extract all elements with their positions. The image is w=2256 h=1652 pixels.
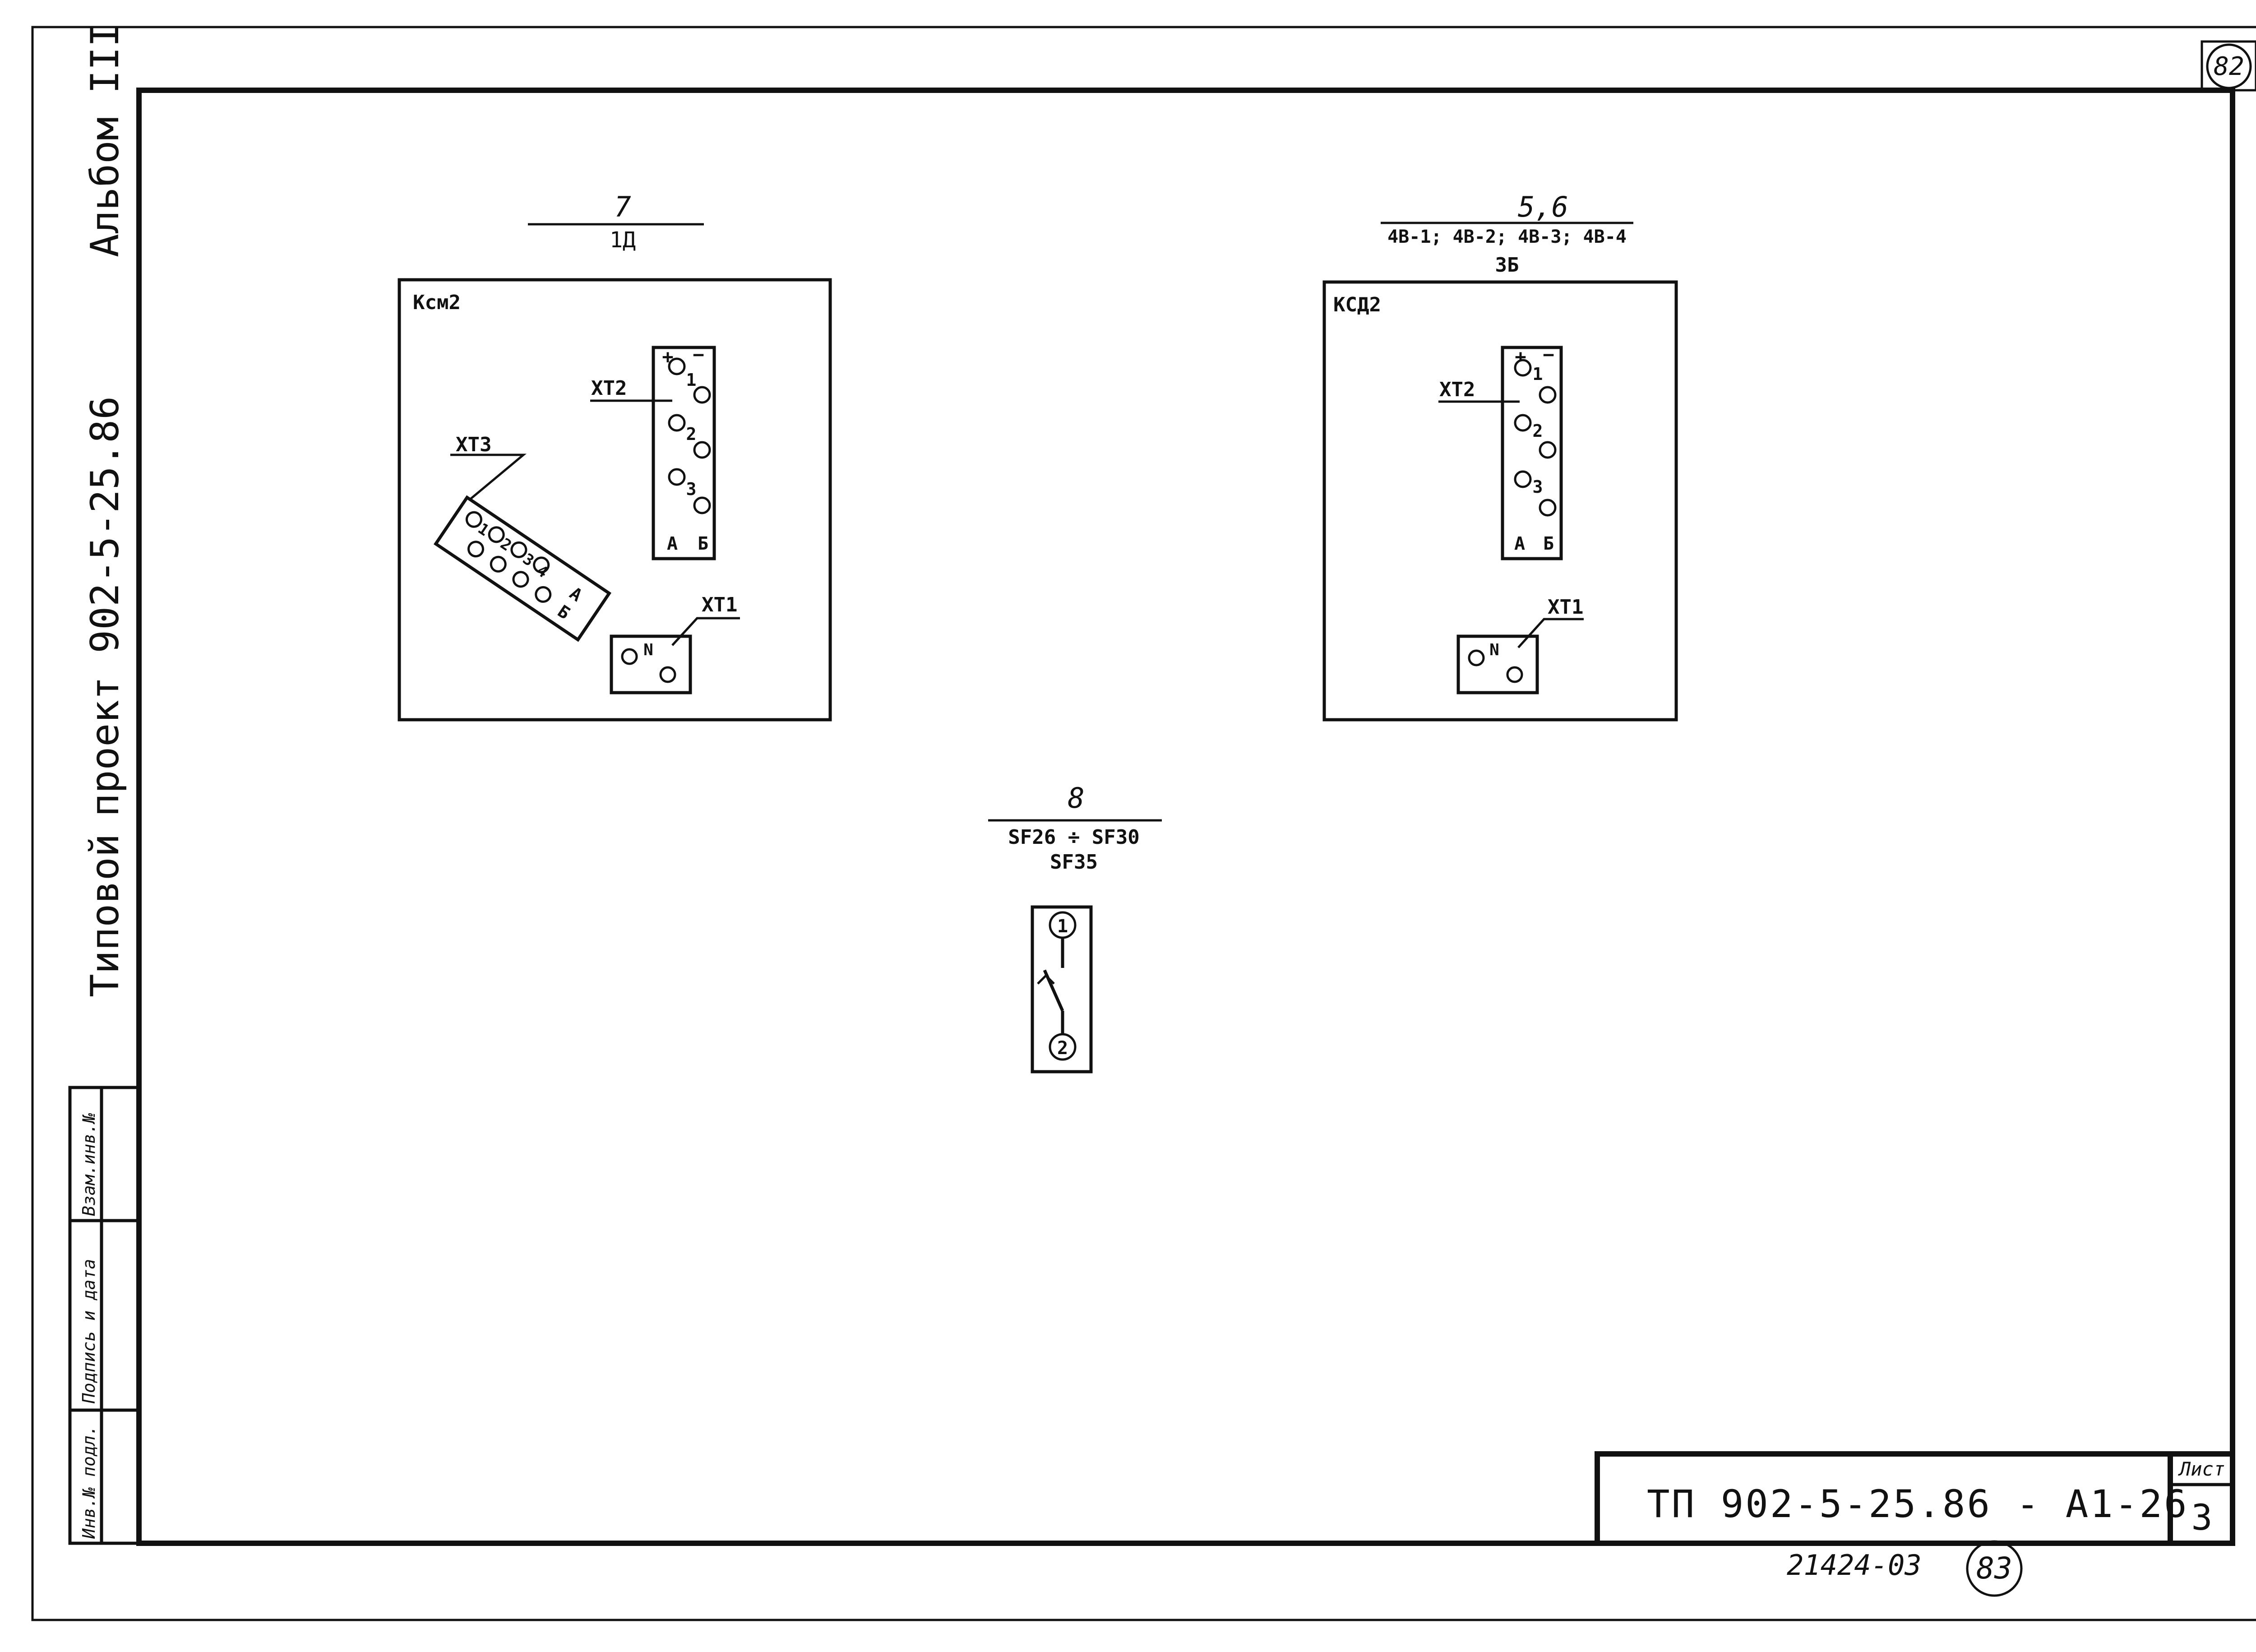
ksm-xt3-leader <box>450 453 527 501</box>
ksm-xt2-hole <box>668 468 686 486</box>
side-title: Типовой проект 902-5-25.86 Альбом III <box>83 23 128 997</box>
ksd-xt2-row-3: 3 <box>1533 477 1543 497</box>
outer-border <box>31 26 2256 1621</box>
ksd-xt2-hole <box>1514 470 1532 488</box>
ksd-xt2-col-b: Б <box>1543 533 1554 554</box>
ksm-xt2-hole <box>693 441 711 459</box>
ksd-position-sub: 3Б <box>1495 254 1519 277</box>
breaker-body <box>1031 905 1093 1074</box>
ksd-xt2-minus: − <box>1543 343 1554 366</box>
ksd-terminal-block-xt1: N <box>1456 634 1539 694</box>
ksm-xt3-hole <box>510 541 527 558</box>
title-block-sheet-label: Лист <box>2178 1458 2225 1480</box>
ksd-xt2-row-2: 2 <box>1533 421 1543 441</box>
ksd-xt2-row-1: 1 <box>1533 364 1543 384</box>
ksm-xt3-hole <box>512 571 529 588</box>
ksm-xt2-minus: − <box>693 343 704 366</box>
side-stamp: Инв.№ подл. Подпись и дата Взам.инв.№ <box>68 1086 141 1545</box>
ksm-xt2-hole <box>693 386 711 404</box>
ksm-xt2-hole <box>668 414 686 432</box>
ksm-position-number: 7 <box>614 190 631 223</box>
ksd-xt2-col-a: А <box>1514 533 1525 554</box>
stamp-inv-orig: Инв.№ подл. <box>79 1425 99 1539</box>
breaker-group: 8 SF26 ÷ SF30 SF35 1 2 <box>988 782 1162 1074</box>
archive-number: 21424-03 <box>1787 1549 1922 1582</box>
panel-ksm2-group: 7 1Д Ксм2 + − 1 2 3 А Б ХТ2 ХТ3 <box>398 190 832 722</box>
breaker-terminal-1-number: 1 <box>1057 916 1068 937</box>
ksd-xt2-hole <box>1514 414 1532 432</box>
title-block-code: ТП 902-5-25.86 - А1-26 <box>1647 1482 2189 1526</box>
ksm-xt1-hole <box>621 648 638 665</box>
ksd-xt1-hole <box>1468 649 1485 666</box>
ksm-panel-name: Ксм2 <box>413 291 461 314</box>
ksm-xt2-hole <box>693 496 711 514</box>
top-corner-mark: 82 <box>2201 40 2256 92</box>
ksm-xt3-hole <box>488 526 505 543</box>
ksd-xt2-hole <box>1514 359 1532 377</box>
breaker-position-number: 8 <box>1068 782 1084 814</box>
ksd-xt2-hole <box>1539 499 1557 517</box>
ksd-xt2-hole <box>1539 441 1557 459</box>
side-title-album: Альбом III <box>83 23 128 257</box>
top-corner-number: 82 <box>2214 52 2244 81</box>
ksm-xt2-col-b: Б <box>698 533 708 554</box>
breaker-terminal-2-number: 2 <box>1057 1038 1068 1059</box>
ksm-xt3-hole <box>490 555 507 573</box>
ksm-xt2-hole <box>668 357 686 375</box>
ksm-xt2-row-2: 2 <box>686 424 697 444</box>
panel-ksd2-group: 5,6 4В-1; 4В-2; 4В-3; 4В-4 3Б КСД2 + − 1… <box>1322 190 1678 722</box>
ksd-xt1-label: ХТ1 <box>1548 596 1583 619</box>
breaker-position-denominator: SF26 ÷ SF30 <box>1008 826 1139 849</box>
ksm-xt3-hole <box>535 586 552 603</box>
ksm-terminal-block-xt1: N <box>610 634 692 694</box>
ksm-xt1-hole <box>659 666 676 683</box>
ksm-xt2-row-1: 1 <box>686 370 697 390</box>
bottom-corner-number: 83 <box>1976 1551 2012 1586</box>
ksm-terminal-strip-xt3: 1 2 3 4 А Б <box>433 495 612 642</box>
ksd-terminal-strip-xt2: + − 1 2 3 А Б <box>1501 343 1563 560</box>
ksd-xt1-leader <box>1517 618 1584 648</box>
ksm-xt1-label: ХТ1 <box>702 593 737 616</box>
ksm-xt3-hole <box>465 511 482 528</box>
title-block-sheet-number: 3 <box>2191 1498 2213 1538</box>
side-title-series: Типовой <box>83 834 128 997</box>
breaker-position-sub: SF35 <box>1050 851 1098 874</box>
title-block: ТП 902-5-25.86 - А1-26 Лист 3 <box>1595 1451 2235 1546</box>
ksm-xt3-col-b: Б <box>554 601 574 623</box>
ksm-terminal-strip-xt2: + − 1 2 3 А Б <box>652 343 716 560</box>
main-frame <box>136 88 2235 1546</box>
ksd-xt1-n: N <box>1489 641 1499 659</box>
bottom-corner-mark: 83 <box>1966 1540 2023 1597</box>
ksm-xt3-label: ХТ3 <box>456 433 491 456</box>
ksm-position-denominator: 1Д <box>610 227 636 253</box>
ksm-xt2-label: ХТ2 <box>591 377 627 400</box>
ksm-xt2-col-a: А <box>667 533 678 554</box>
ksd-xt1-hole <box>1506 666 1523 683</box>
ksd-xt2-hole <box>1539 386 1557 404</box>
ksd-xt2-label: ХТ2 <box>1439 378 1475 401</box>
side-title-project: проект 902-5-25.86 <box>83 396 128 817</box>
ksm-xt2-row-3: 3 <box>686 479 697 499</box>
ksd-position-number: 5,6 <box>1518 190 1568 223</box>
ksd-position-denominator: 4В-1; 4В-2; 4В-3; 4В-4 <box>1387 227 1627 247</box>
ksd-panel-name: КСД2 <box>1333 293 1381 316</box>
panel-ksd2 <box>1322 280 1678 722</box>
stamp-inv-repl: Взам.инв.№ <box>79 1113 99 1216</box>
ksm-xt1-n: N <box>643 641 653 659</box>
ksm-xt1-leader <box>671 617 740 646</box>
breaker-terminal-1 <box>1049 911 1077 939</box>
stamp-sign-date: Подпись и дата <box>79 1259 99 1404</box>
panel-ksm2 <box>398 278 832 722</box>
ksm-xt3-col-a: А <box>566 583 586 605</box>
breaker-latch <box>1037 974 1055 985</box>
ksm-xt3-hole <box>467 541 485 558</box>
ksm-xt3-hole <box>533 556 550 574</box>
